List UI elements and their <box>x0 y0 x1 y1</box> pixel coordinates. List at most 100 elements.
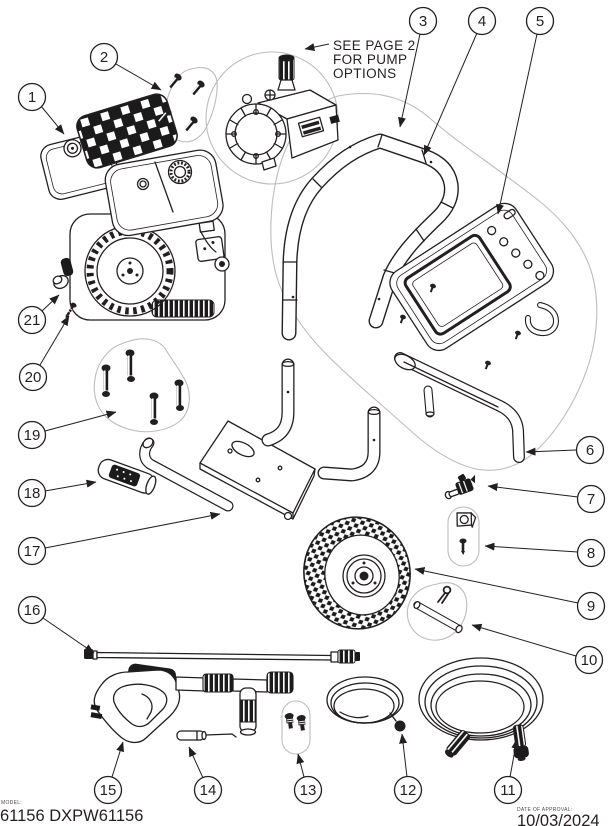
nozzle-group-outline <box>281 700 311 755</box>
bolt-group-outline-19 <box>93 338 190 433</box>
callout-number: 17 <box>24 543 41 560</box>
callout-number: 2 <box>100 49 108 66</box>
small-screw <box>65 302 77 319</box>
leader-line-16 <box>42 617 95 654</box>
thermal-valve <box>444 473 476 500</box>
leader-line-7 <box>487 483 579 498</box>
leader-line-pump-note <box>304 43 330 51</box>
cleaning-tool <box>176 730 237 741</box>
handle-tube <box>281 133 459 341</box>
leader-line-18 <box>44 479 97 492</box>
callout-marker-20: 20 <box>18 362 48 392</box>
callout-number: 16 <box>24 602 41 619</box>
pump-illustration <box>225 54 340 171</box>
leader-line-2 <box>115 63 162 91</box>
axle-group-outline <box>406 582 468 641</box>
approval-value: 10/03/2024 <box>517 812 600 826</box>
callout-number: 15 <box>100 782 117 799</box>
engine-illustration <box>40 93 230 321</box>
wheel <box>303 516 411 630</box>
callout-marker-19: 19 <box>17 420 47 450</box>
callout-number: 20 <box>25 369 42 386</box>
model-value: 61156 DXPW61156 <box>0 807 143 825</box>
leader-line-4 <box>423 32 478 156</box>
callout-number: 9 <box>587 598 595 615</box>
rubber-cap <box>52 274 69 290</box>
leader-line-6 <box>525 447 577 456</box>
axle-pin-group <box>413 585 463 634</box>
leader-line-21 <box>41 294 60 312</box>
callout-number: 7 <box>587 491 595 508</box>
leader-line-3 <box>398 33 421 128</box>
callout-marker-16: 16 <box>17 595 47 625</box>
frame-base <box>139 358 381 521</box>
leader-line-8 <box>484 542 579 553</box>
callout-marker-18: 18 <box>17 478 47 508</box>
leader-line-13 <box>296 753 305 778</box>
callout-marker-9: 9 <box>576 591 606 621</box>
callout-marker-6: 6 <box>575 435 605 465</box>
leader-line-17 <box>44 511 221 549</box>
callout-marker-15: 15 <box>93 775 123 805</box>
callout-marker-21: 21 <box>17 305 47 335</box>
callout-marker-4: 4 <box>467 6 497 36</box>
callout-number: 1 <box>28 89 36 106</box>
leader-line-19 <box>44 410 117 432</box>
callout-marker-7: 7 <box>576 484 606 514</box>
clip-group-outline <box>447 506 480 567</box>
approval-label: DATE OF APPROVAL: <box>517 807 572 813</box>
callout-number: 5 <box>536 13 544 30</box>
callout-number: 4 <box>478 13 486 30</box>
leader-line-9 <box>414 567 579 604</box>
leader-lines <box>39 32 579 779</box>
pressure-hose <box>418 657 544 762</box>
pump-note-line2: FOR PUMP <box>333 52 407 67</box>
callout-marker-13: 13 <box>293 775 323 805</box>
lower-handle-bar <box>394 352 525 463</box>
callout-number: 12 <box>400 782 417 799</box>
callout-number: 21 <box>24 312 41 329</box>
callout-number: 10 <box>581 652 598 669</box>
model-label: MODEL: <box>1 800 22 806</box>
engine-air-filter <box>76 93 178 169</box>
mounting-bolts-19 <box>101 349 184 425</box>
callout-marker-14: 14 <box>193 775 223 805</box>
callout-marker-5: 5 <box>525 6 555 36</box>
callout-number: 18 <box>24 485 41 502</box>
panel-screws <box>399 283 521 370</box>
callout-number: 6 <box>586 442 594 459</box>
mounting-bolts-2 <box>158 73 205 132</box>
callout-marker-12: 12 <box>393 775 423 805</box>
nozzles <box>284 713 306 731</box>
leader-line-20 <box>39 315 70 366</box>
leader-line-12 <box>399 733 408 778</box>
callout-marker-17: 17 <box>17 536 47 566</box>
pump-note-line3: OPTIONS <box>333 66 397 81</box>
leader-line-11 <box>509 738 520 778</box>
engine-fuel-tank <box>104 149 224 237</box>
leader-line-5 <box>496 33 538 215</box>
leader-line-10 <box>471 623 577 657</box>
spray-gun <box>90 663 294 744</box>
leader-line-14 <box>188 746 204 779</box>
callout-number: 8 <box>587 545 595 562</box>
callout-marker-8: 8 <box>576 538 606 568</box>
pump-note-line1: SEE PAGE 2 <box>333 38 416 53</box>
callout-marker-1: 1 <box>17 82 47 112</box>
leader-line-15 <box>111 741 124 778</box>
cotter-pin <box>437 585 452 604</box>
leader-line-1 <box>40 105 65 135</box>
wand-lance <box>84 649 360 664</box>
callout-number: 13 <box>300 782 317 799</box>
clip-and-screw <box>456 512 477 555</box>
grip-tube <box>97 458 157 495</box>
handle-panel-group-outline <box>270 92 598 471</box>
callout-markers: 1 2 3 4 5 6 7 8 9 10 11 12 13 14 15 16 1… <box>17 6 606 805</box>
callout-number: 3 <box>419 13 427 30</box>
callout-marker-10: 10 <box>574 645 604 675</box>
callout-number: 14 <box>200 782 217 799</box>
callout-number: 19 <box>24 427 41 444</box>
callout-marker-2: 2 <box>89 42 119 72</box>
